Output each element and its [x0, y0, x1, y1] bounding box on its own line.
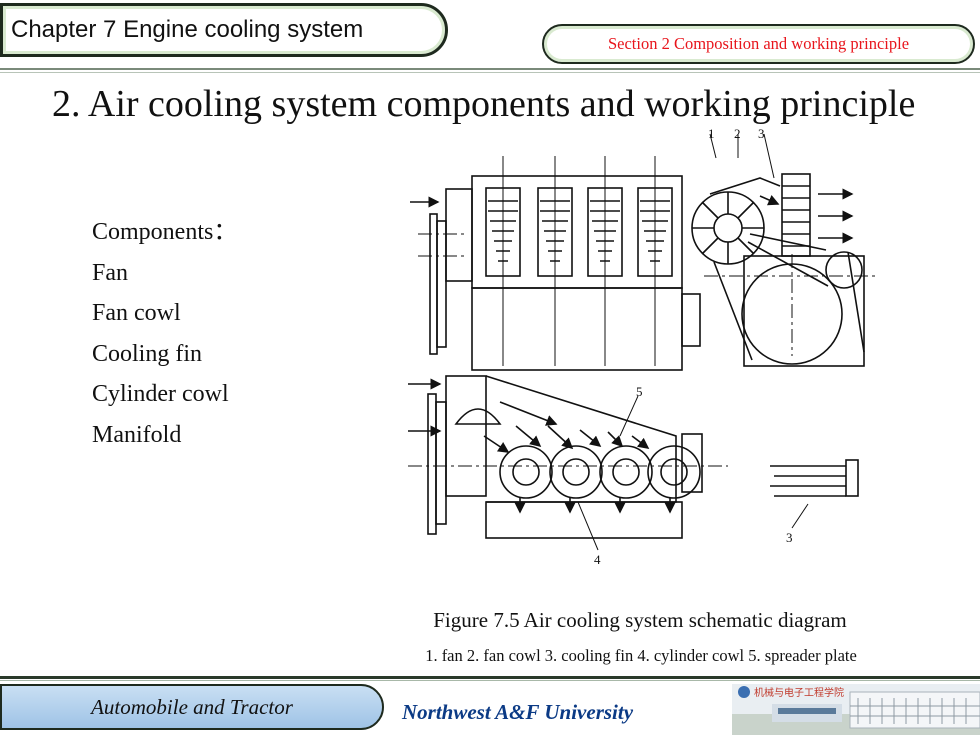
components-heading: Components： [92, 219, 238, 245]
section-tab: Section 2 Composition and working princi… [542, 24, 975, 64]
course-tab: Automobile and Tractor [0, 684, 384, 730]
university-name: Northwest A&F University [402, 700, 634, 724]
engine-end-view [691, 133, 878, 367]
diagram-label-3b: 3 [786, 530, 793, 545]
chapter-title: Chapter 7 Engine cooling system [11, 16, 364, 43]
engine-plan-view [408, 375, 728, 551]
diagram-label-2: 2 [734, 126, 741, 141]
component-item: Cylinder cowl [92, 381, 229, 407]
component-item: Manifold [92, 421, 182, 448]
figure-legend: 1. fan 2. fan cowl 3. cooling fin 4. cyl… [425, 646, 857, 665]
header-divider [0, 68, 980, 70]
component-item: Fan cowl [92, 300, 181, 326]
air-cooling-diagram: 1 2 3 5 4 3 [408, 126, 878, 567]
engine-side-view [410, 156, 701, 371]
college-logo: 机械与电子工程学院 [732, 684, 980, 735]
diagram-label-1: 1 [708, 126, 715, 141]
components-list: Components： Fan Fan cowl Cooling fin Cyl… [92, 212, 237, 455]
footer-divider [0, 676, 980, 679]
component-item: Fan [92, 259, 128, 286]
diagram-label-5: 5 [636, 384, 643, 399]
slide-title: 2. Air cooling system components and wor… [52, 83, 916, 125]
course-name: Automobile and Tractor [91, 694, 293, 719]
section-title: Section 2 Composition and working princi… [607, 34, 910, 53]
footer-divider-thin [0, 680, 980, 681]
diagram-label-3: 3 [758, 126, 765, 141]
figure-caption: Figure 7.5 Air cooling system schematic … [433, 608, 847, 632]
component-item: Cooling fin [92, 340, 203, 367]
chapter-tab: Chapter 7 Engine cooling system [0, 3, 448, 57]
header-divider-thin [0, 72, 980, 73]
cooling-fin-detail [770, 459, 859, 529]
diagram-label-4: 4 [594, 552, 601, 567]
college-logo-text: 机械与电子工程学院 [754, 686, 844, 699]
cooling-fin-stacks [485, 187, 673, 277]
